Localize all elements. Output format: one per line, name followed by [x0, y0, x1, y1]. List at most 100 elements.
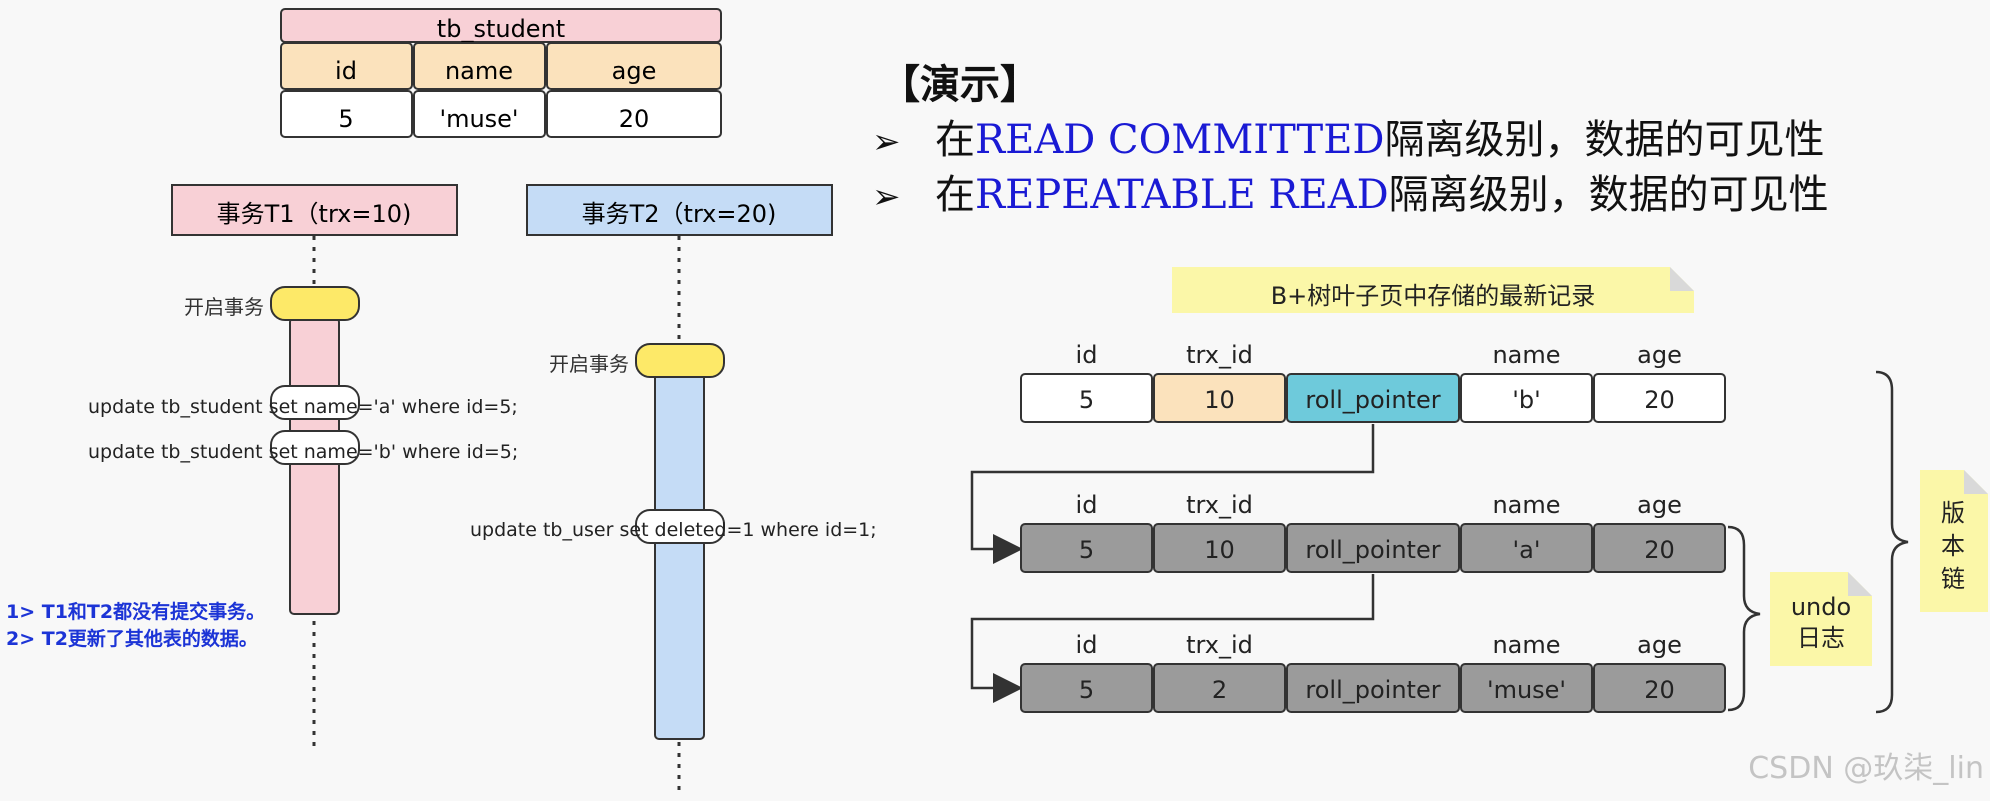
t1-lane: 事务T1（trx=10) 开启事务 update tb_student set … — [88, 184, 518, 752]
t1-start-label: 开启事务 — [184, 295, 264, 319]
student-header-cell — [413, 42, 546, 90]
undo-note-label: undo 日志 — [1791, 593, 1851, 652]
student-header-id: id — [335, 57, 357, 85]
demo-bullet-1-highlight: READ COMMITTED — [975, 117, 1384, 163]
record-cell-value: 'muse' — [1487, 676, 1566, 704]
student-table: tb_student id name age 5 'muse' 20 — [280, 8, 722, 138]
record-cell-value: roll_pointer — [1305, 536, 1440, 564]
student-header-cell — [280, 42, 413, 90]
record-cell-value: 5 — [1079, 386, 1094, 414]
record-header-label: id — [1076, 341, 1098, 369]
latest-record-label: B+树叶子页中存储的最新记录 — [1271, 282, 1596, 310]
student-table-title: tb_student — [437, 15, 565, 43]
t2-update: update tb_user set deleted=1 where id=1; — [470, 519, 877, 541]
demo-bullet-1-prefix: 在 — [935, 117, 975, 163]
roll-pointer-arrow — [970, 574, 1375, 703]
demo-bullet-2-prefix: 在 — [935, 172, 975, 218]
version-chain-line: 版 — [1941, 499, 1965, 527]
version-chain-brace — [1875, 370, 1909, 714]
record-cell — [1593, 663, 1726, 713]
student-header-age: age — [612, 57, 657, 85]
t2-lane: 事务T2（trx=20) 开启事务 update tb_user set del… — [470, 184, 877, 797]
record-header-label: age — [1637, 341, 1682, 369]
record-cell-value: 10 — [1204, 536, 1235, 564]
t2-update-pill — [635, 509, 725, 544]
t1-title: 事务T1（trx=10) — [217, 200, 412, 228]
version-chain-note-paper — [1920, 470, 1988, 612]
t2-activation-bar — [654, 373, 705, 740]
record-header-label: id — [1076, 631, 1098, 659]
record-cell — [1020, 373, 1153, 423]
undo-note-fold — [1848, 572, 1872, 596]
note-2: 2> T2更新了其他表的数据。 — [6, 627, 258, 650]
undo-note-paper — [1770, 572, 1872, 666]
t1-update-pill — [270, 430, 360, 465]
note-fold — [1670, 267, 1694, 291]
record-cell-value: roll_pointer — [1305, 676, 1440, 704]
t2-start-label: 开启事务 — [549, 352, 629, 376]
record-cell-value: 5 — [1079, 536, 1094, 564]
record-cell — [1593, 523, 1726, 573]
record-cell-value: 20 — [1644, 676, 1675, 704]
watermark: CSDN @玖柒_lin — [1748, 751, 1984, 786]
record-cell — [1286, 663, 1460, 713]
record-cell — [1593, 373, 1726, 423]
record-header-label: age — [1637, 491, 1682, 519]
t1-header — [171, 184, 458, 236]
undo-brace — [1727, 525, 1761, 712]
student-row-id: 5 — [338, 105, 353, 133]
student-row-cell — [280, 90, 413, 138]
undo-note-line: 日志 — [1797, 624, 1845, 652]
record-header-label: trx_id — [1186, 491, 1253, 519]
roll-pointer-arrow — [970, 424, 1375, 564]
record-header-label: id — [1076, 491, 1098, 519]
version-chain-note-fold — [1964, 470, 1988, 494]
record-cell — [1153, 663, 1286, 713]
record-cell — [1460, 523, 1593, 573]
record-cell — [1286, 373, 1460, 423]
record-cell-value: 2 — [1212, 676, 1227, 704]
record-header-label: trx_id — [1186, 631, 1253, 659]
demo-bullet-1: 在READ COMMITTED隔离级别，数据的可见性 — [935, 117, 1824, 163]
version-chain-line: 本 — [1941, 532, 1965, 560]
record-cell-value: 20 — [1644, 386, 1675, 414]
record-header-label: name — [1492, 631, 1560, 659]
record-cell — [1460, 663, 1593, 713]
record-cell-value: 20 — [1644, 536, 1675, 564]
record-cell — [1020, 523, 1153, 573]
t2-header — [526, 184, 833, 236]
student-row-cell — [546, 90, 722, 138]
record-cell-value: 'a' — [1513, 536, 1541, 564]
demo-bullet-1-suffix: 隔离级别，数据的可见性 — [1384, 117, 1824, 163]
record-header-label: trx_id — [1186, 341, 1253, 369]
demo-bullet-2: 在REPEATABLE READ隔离级别，数据的可见性 — [935, 172, 1829, 218]
note-paper — [1172, 267, 1694, 313]
t2-title: 事务T2（trx=20) — [582, 200, 777, 228]
record-cell-value: 5 — [1079, 676, 1094, 704]
note-1: 1> T1和T2都没有提交事务。 — [6, 600, 265, 623]
student-row-name: 'muse' — [439, 105, 518, 133]
demo-title: 【演示】 — [880, 61, 1040, 108]
version-chain-label: 版本链 — [1941, 499, 1965, 593]
latest-record-note: B+树叶子页中存储的最新记录 — [1172, 267, 1694, 313]
record-cell-value: 'b' — [1512, 386, 1540, 414]
record-cell-value: 10 — [1204, 386, 1235, 414]
record-cell — [1460, 373, 1593, 423]
demo-heading: 【演示】 ➢ 在READ COMMITTED隔离级别，数据的可见性 ➢ 在REP… — [872, 61, 1829, 218]
bullet-icon: ➢ — [872, 177, 901, 217]
version-chain-line: 链 — [1941, 565, 1965, 593]
record-header-label: age — [1637, 631, 1682, 659]
record-cell — [1153, 523, 1286, 573]
undo-note-line: undo — [1791, 593, 1851, 621]
student-row-cell — [413, 90, 546, 138]
t1-update-pill — [270, 385, 360, 420]
demo-bullet-2-highlight: REPEATABLE READ — [975, 172, 1389, 218]
t1-update-2: update tb_student set name='b' where id=… — [88, 441, 518, 463]
record-cell — [1286, 523, 1460, 573]
demo-bullet-2-suffix: 隔离级别，数据的可见性 — [1389, 172, 1829, 218]
student-header-name: name — [445, 57, 513, 85]
record-cell — [1153, 373, 1286, 423]
